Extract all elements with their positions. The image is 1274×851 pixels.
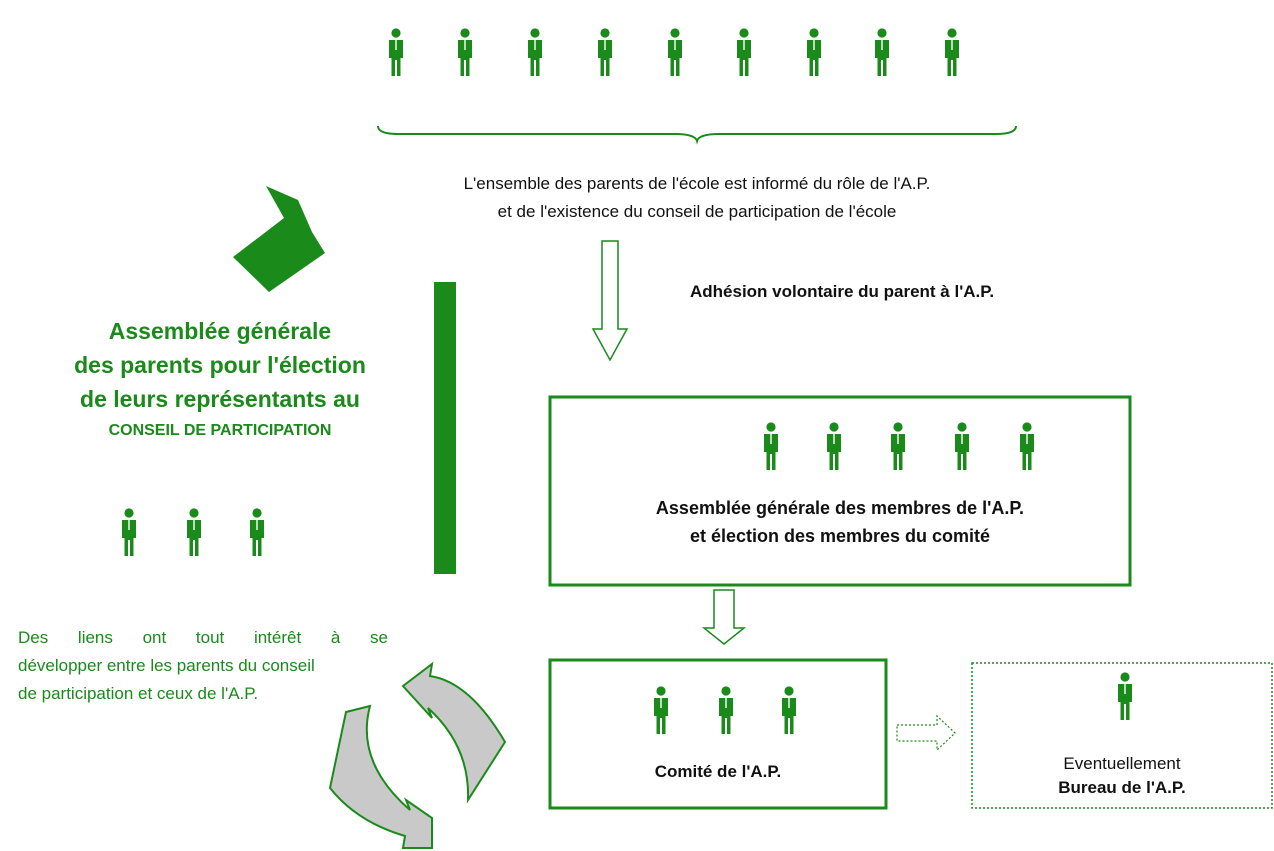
links-note-line-1: Des liens ont tout intérêt à se — [18, 628, 388, 647]
down-arrow-1 — [591, 240, 629, 362]
committee-label: Comité de l'A.P. — [654, 762, 782, 781]
links-note-line-2: développer entre les parents du conseil — [18, 656, 315, 675]
committee-box — [548, 658, 888, 810]
top-persons — [389, 28, 959, 76]
top-brace — [377, 125, 1017, 145]
info-line-2: et de l'existence du conseil de particip… — [497, 202, 897, 221]
left-title-line-2: des parents pour l'élection — [74, 352, 366, 378]
person-icon — [1118, 672, 1132, 720]
bureau-line-2: Bureau de l'A.P. — [1058, 778, 1186, 797]
left-title-line-4: CONSEIL DE PARTICIPATION — [108, 422, 332, 439]
person-icon — [737, 28, 751, 76]
committee-persons — [654, 686, 796, 734]
person-icon — [1020, 422, 1034, 470]
person-icon — [945, 28, 959, 76]
left-title-line-1: Assemblée générale — [108, 318, 332, 344]
person-icon — [955, 422, 969, 470]
left-title-line-3: de leurs représentants au — [80, 386, 360, 412]
links-note-line-3: de participation et ceux de l'A.P. — [18, 684, 259, 703]
person-icon — [875, 28, 889, 76]
person-icon — [122, 508, 136, 556]
divider-bar — [434, 282, 456, 574]
person-icon — [654, 686, 668, 734]
big-arrow-icon — [233, 186, 325, 292]
bureau-line-1: Eventuellement — [1063, 754, 1181, 773]
top-info-text: L'ensemble des parents de l'école est in… — [340, 170, 1054, 226]
right-arrow-dotted — [896, 714, 956, 752]
person-icon — [827, 422, 841, 470]
person-icon — [528, 28, 542, 76]
info-line-1: L'ensemble des parents de l'école est in… — [463, 174, 931, 193]
assembly-line-2: et élection des membres du comité — [689, 526, 991, 546]
person-icon — [782, 686, 796, 734]
person-icon — [389, 28, 403, 76]
person-icon — [668, 28, 682, 76]
person-icon — [807, 28, 821, 76]
assembly-text: Assemblée générale des membres de l'A.P.… — [552, 494, 1128, 550]
bureau-person — [1118, 672, 1132, 720]
links-note: Des liens ont tout intérêt à se développ… — [18, 624, 388, 708]
left-persons — [122, 508, 264, 556]
down-arrow-2 — [701, 589, 747, 645]
assembly-line-1: Assemblée générale des membres de l'A.P. — [655, 498, 1025, 518]
assembly-box — [548, 395, 1132, 587]
person-icon — [891, 422, 905, 470]
person-icon — [187, 508, 201, 556]
cycle-arrows-icon — [328, 661, 507, 849]
adhesion-label: Adhésion volontaire du parent à l'A.P. — [690, 282, 995, 301]
assembly-persons — [764, 422, 1034, 470]
person-icon — [764, 422, 778, 470]
left-panel-title: Assemblée générale des parents pour l'él… — [40, 314, 400, 446]
bureau-box — [971, 662, 1273, 809]
bureau-text: Eventuellement Bureau de l'A.P. — [974, 752, 1270, 800]
person-icon — [250, 508, 264, 556]
person-icon — [458, 28, 472, 76]
person-icon — [598, 28, 612, 76]
person-icon — [719, 686, 733, 734]
